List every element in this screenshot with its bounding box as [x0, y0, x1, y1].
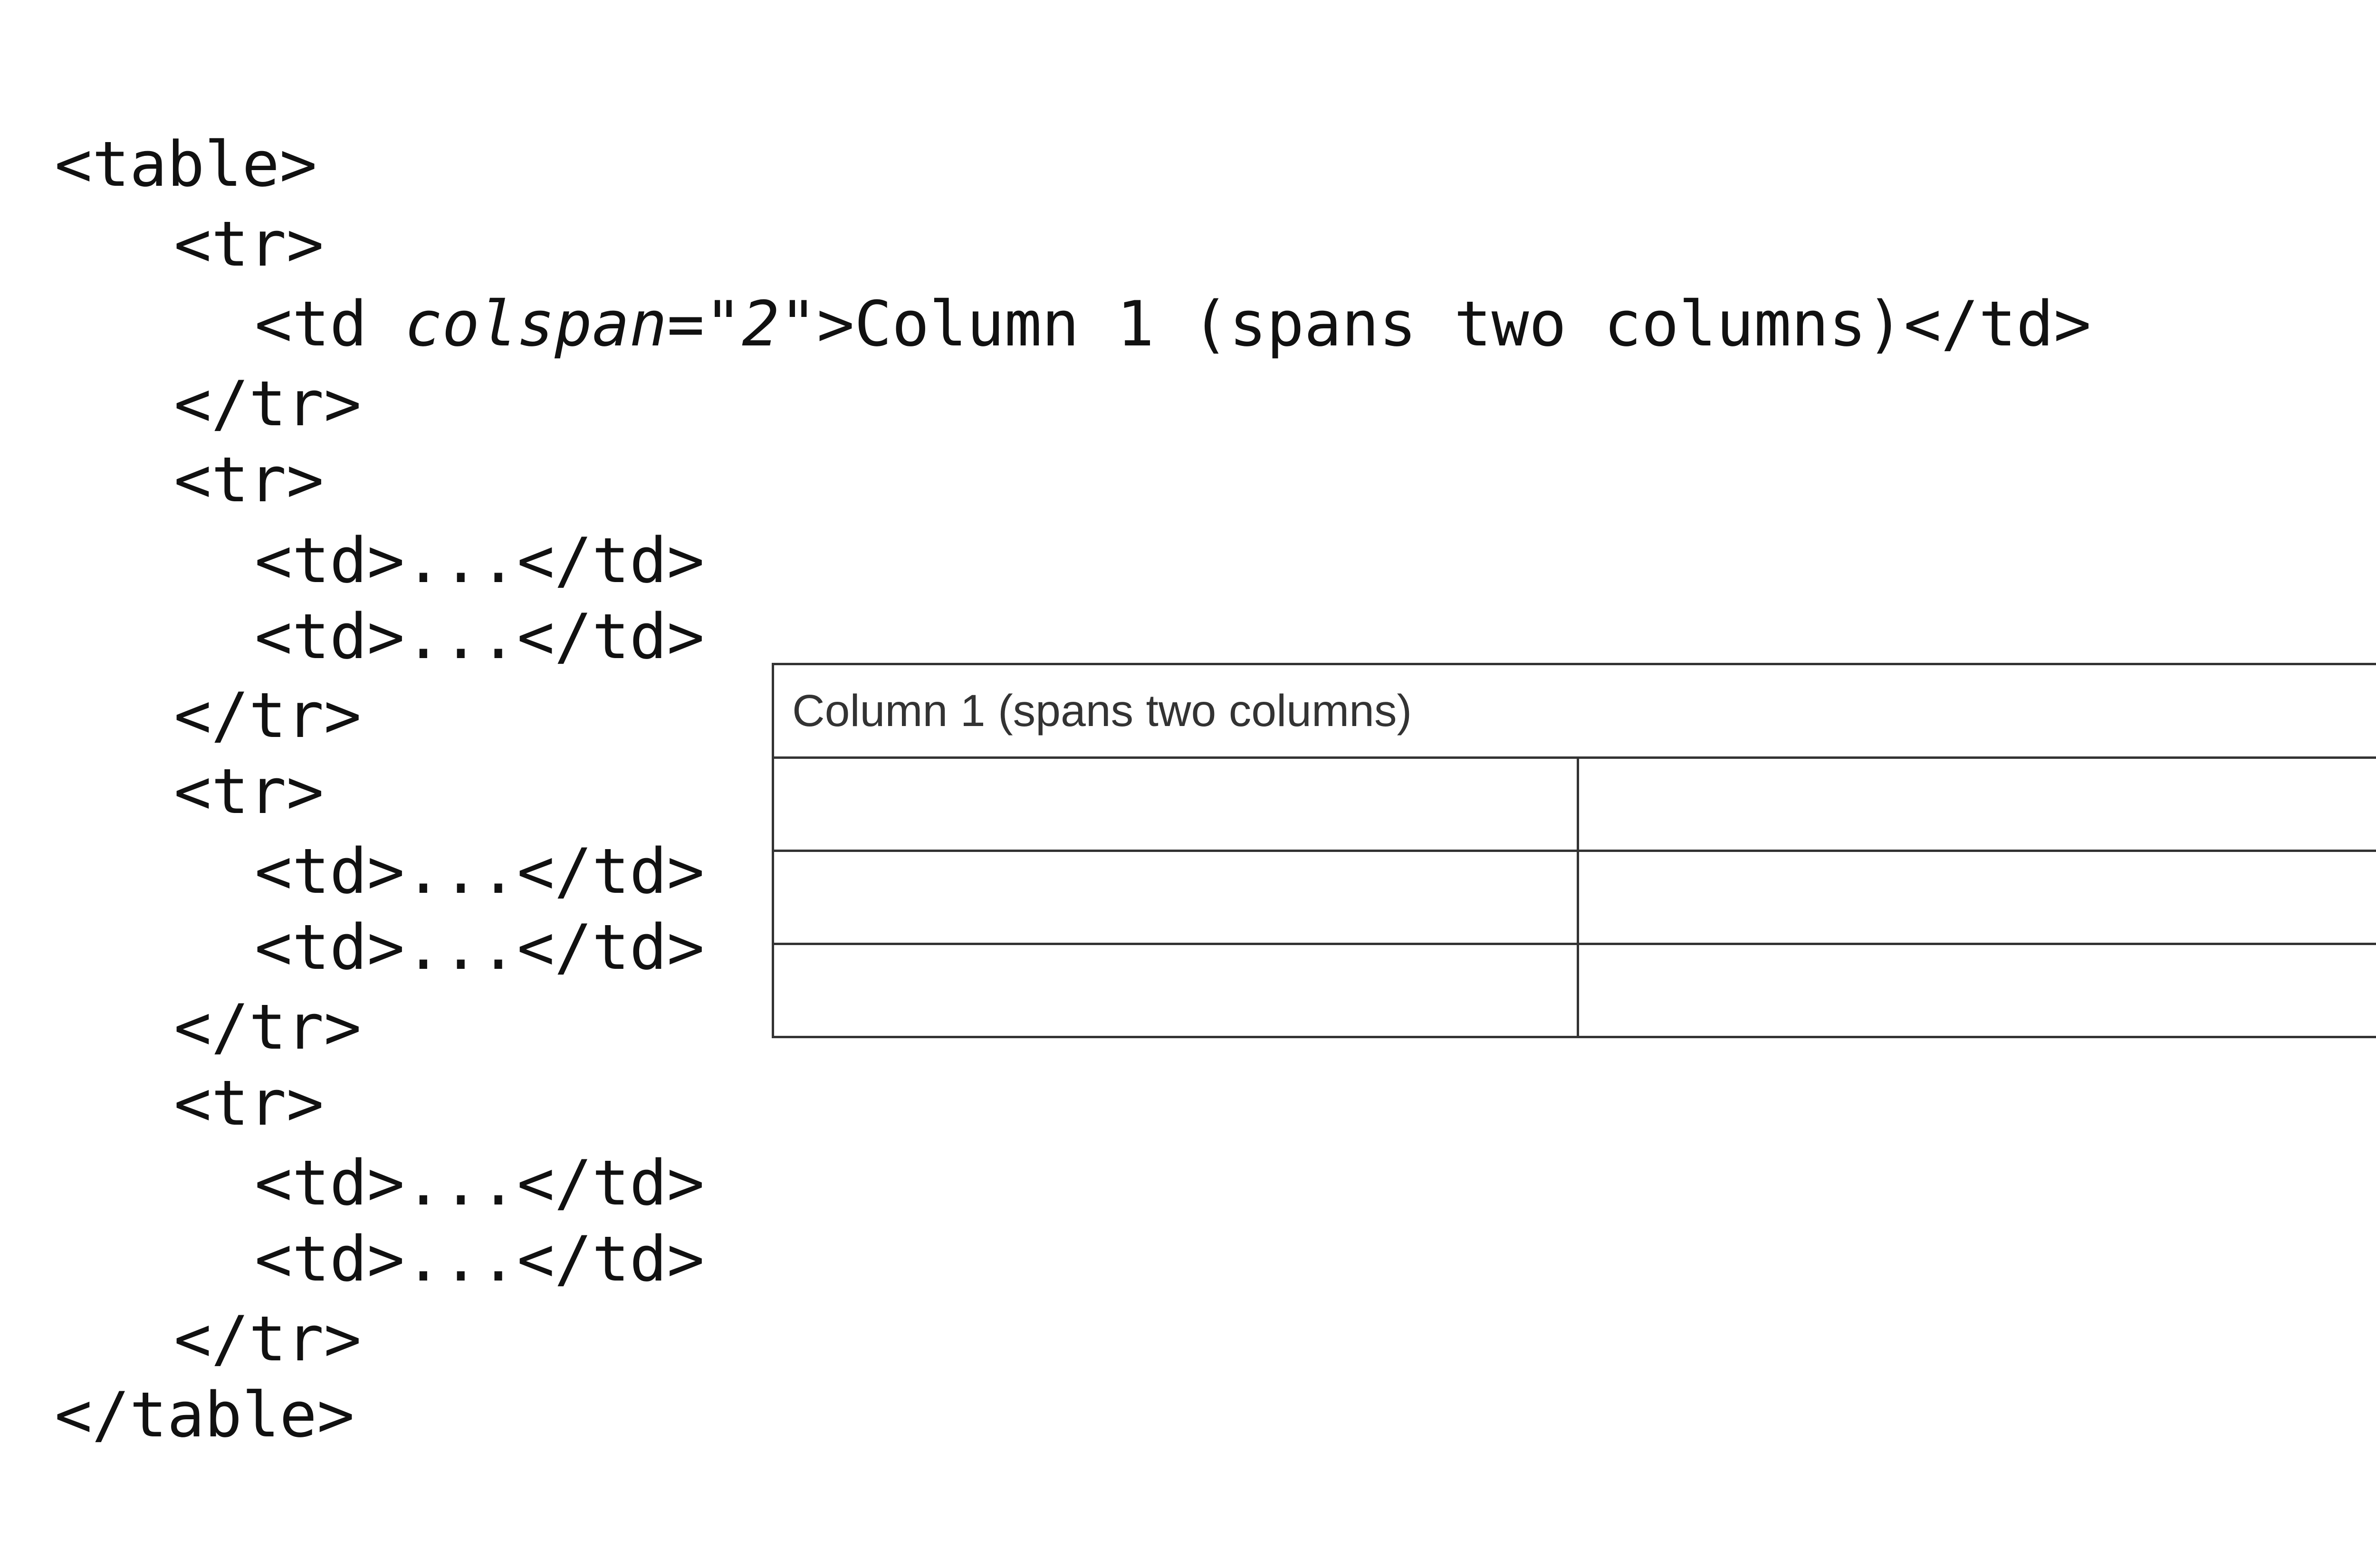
table-cell: [1577, 943, 2376, 1038]
code-line-colspan-td: <td colspan="2">Column 1 (spans two colu…: [255, 293, 2091, 355]
table-row: Column 1 (spans two columns): [772, 663, 2376, 759]
code-line-tr-close: </tr>: [174, 1302, 362, 1375]
table-cell: [772, 850, 1579, 945]
code-line-td: <td>...</td>: [255, 835, 705, 908]
code-line-td: <td>...</td>: [255, 600, 705, 673]
code-line-td: <td>...</td>: [255, 911, 705, 984]
table-cell: [772, 943, 1579, 1038]
code-line-tr-open: <tr>: [174, 208, 324, 280]
code-td-open: <td: [255, 287, 405, 360]
rendered-table-example: Column 1 (spans two columns): [772, 663, 2376, 1038]
table-row: [772, 850, 2376, 945]
code-line-tr-open: <tr>: [174, 755, 324, 828]
table-row: [772, 756, 2376, 852]
table-cell: [1577, 756, 2376, 852]
code-line-td: <td>...</td>: [255, 1147, 705, 1219]
code-colspan-content: >Column 1 (spans two columns)</td>: [817, 287, 2091, 360]
table-row: [772, 943, 2376, 1038]
code-line-td: <td>...</td>: [255, 524, 705, 597]
code-line-tr-open: <tr>: [174, 443, 324, 516]
code-line-table-open: <table>: [55, 128, 317, 201]
code-line-tr-close: </tr>: [174, 367, 362, 440]
code-line-table-close: </table>: [55, 1378, 354, 1451]
code-colspan-attribute: colspan="2": [404, 287, 817, 360]
table-cell: [1577, 850, 2376, 945]
colspan-header-cell: Column 1 (spans two columns): [772, 663, 2376, 759]
table-cell: [772, 756, 1579, 852]
code-line-tr-close: </tr>: [174, 679, 362, 752]
code-line-tr-open: <tr>: [174, 1067, 324, 1139]
code-line-td: <td>...</td>: [255, 1223, 705, 1295]
code-line-tr-close: </tr>: [174, 991, 362, 1063]
